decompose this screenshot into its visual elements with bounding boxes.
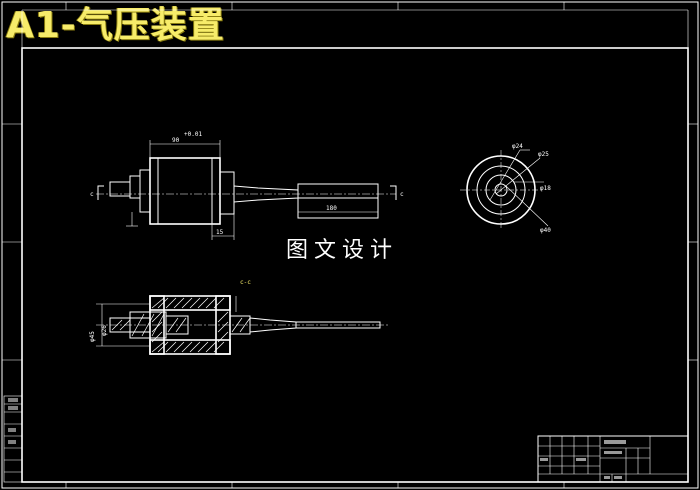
section-label: c-c [240, 279, 251, 286]
dim-15: 15 [216, 229, 224, 236]
section-mark-left: c [90, 191, 94, 198]
dim-180: 180 [326, 205, 337, 212]
watermark-text: 图文设计 [286, 238, 399, 263]
dim-side-left: φ45 [89, 331, 96, 342]
inner-frame [21, 47, 689, 483]
title-block [537, 435, 689, 483]
left-info-strip [3, 395, 23, 483]
dim-90: 90 [172, 137, 180, 144]
dim-phi-big: φ40 [540, 227, 551, 234]
dim-phi-mid: φ25 [538, 151, 549, 158]
front-view: c c 90 +0.01 15 180 [90, 131, 404, 240]
drawing-title: A1-气压装置 [6, 5, 225, 46]
dim-phi-top: φ24 [512, 143, 523, 150]
side-view: φ24 φ25 φ18 φ40 [460, 143, 551, 234]
dim-tolerance: +0.01 [184, 131, 202, 138]
dim-side-right: φ26 [101, 325, 108, 336]
section-mark-right: c [400, 191, 404, 198]
section-view: c-c [89, 279, 390, 355]
dim-phi-small: φ18 [540, 185, 551, 192]
